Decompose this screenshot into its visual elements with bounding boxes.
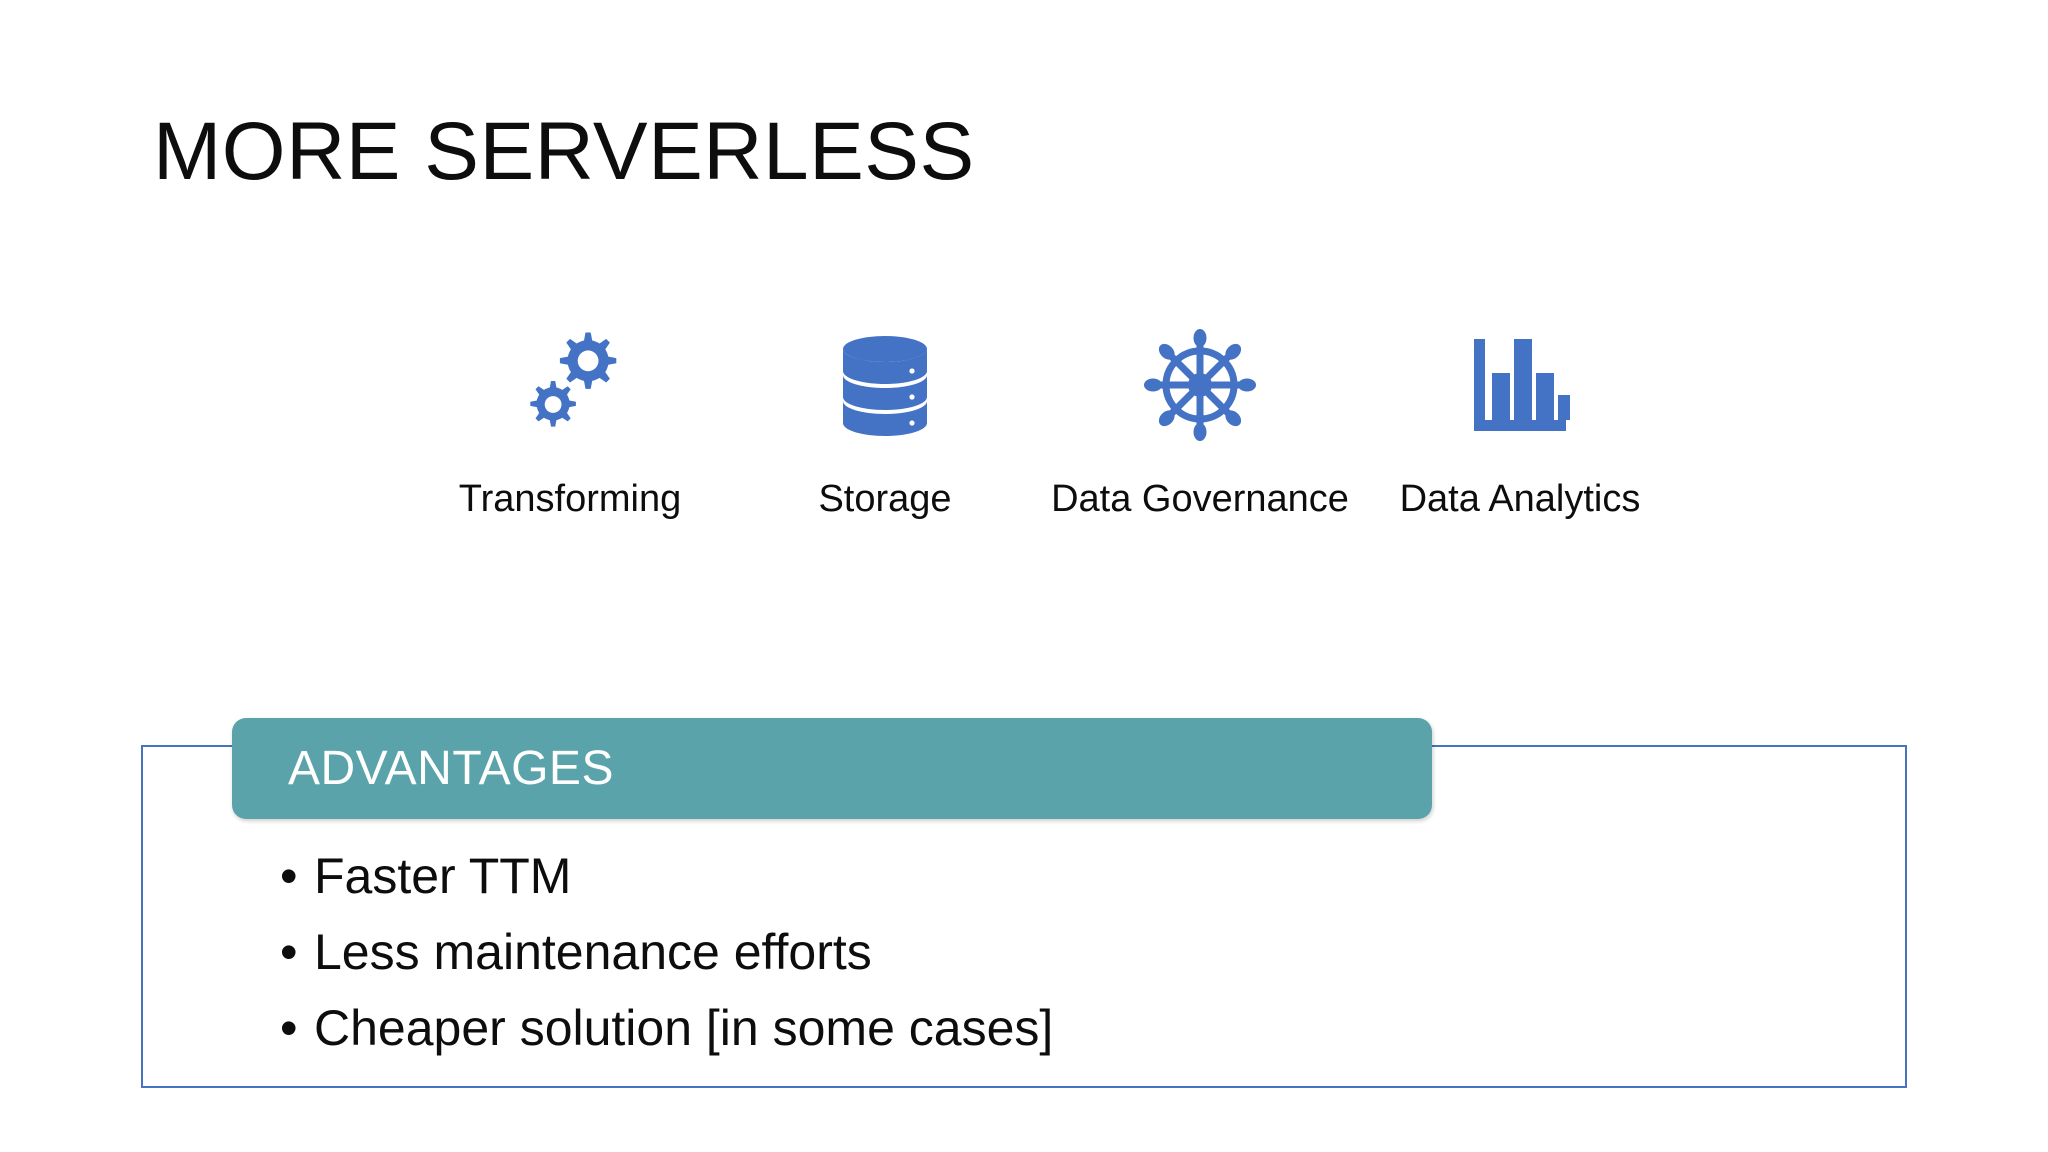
icon-item-data-governance[interactable]: Data Governance	[1050, 325, 1350, 525]
ship-wheel-icon	[1050, 325, 1350, 445]
gears-icon	[420, 325, 720, 445]
bullet-glyph: •	[280, 848, 298, 904]
advantages-header: ADVANTAGES	[232, 718, 1432, 819]
icon-label-data-analytics: Data Analytics	[1399, 478, 1641, 520]
advantages-header-label: ADVANTAGES	[288, 741, 614, 795]
database-icon	[735, 325, 1035, 445]
bar-chart-icon	[1370, 325, 1670, 445]
page-title: MORE SERVERLESS	[153, 106, 975, 197]
bullet-glyph: •	[280, 1000, 298, 1056]
icon-label-transforming: Transforming	[458, 478, 682, 520]
list-item: • Less maintenance efforts	[280, 914, 1780, 990]
bullet-glyph: •	[280, 924, 298, 980]
list-item: • Faster TTM	[280, 838, 1780, 914]
icon-item-storage[interactable]: Storage	[735, 325, 1035, 525]
list-item-text: Cheaper solution [in some cases]	[314, 1000, 1054, 1056]
list-item-text: Less maintenance efforts	[314, 924, 872, 980]
icon-item-data-analytics[interactable]: Data Analytics	[1370, 325, 1670, 525]
icon-label-data-governance: Data Governance	[1051, 478, 1349, 520]
icon-row: Transforming	[420, 325, 1680, 585]
list-item-text: Faster TTM	[314, 848, 572, 904]
icon-label-storage: Storage	[818, 478, 952, 520]
icon-item-transforming[interactable]: Transforming	[420, 325, 720, 525]
list-item: • Cheaper solution [in some cases]	[280, 990, 1780, 1066]
advantages-list: • Faster TTM • Less maintenance efforts • C…	[280, 838, 1780, 1066]
